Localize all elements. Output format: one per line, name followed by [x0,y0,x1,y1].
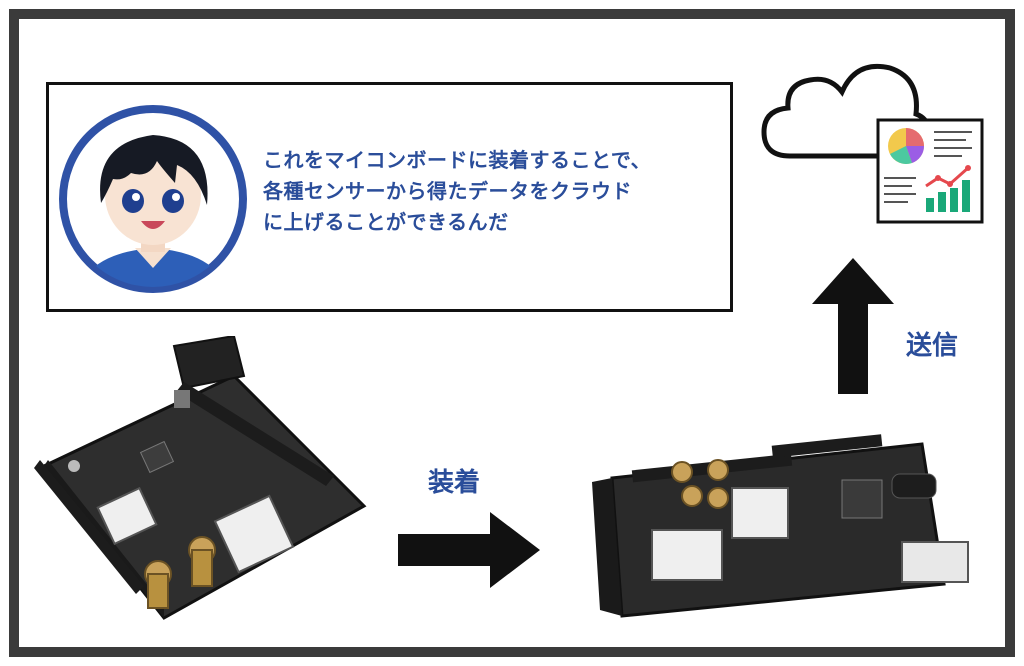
arrow-right-icon [398,512,540,588]
speech-box: これをマイコンボードに装着することで、 各種センサーから得たデータをクラウド に… [46,82,733,312]
main-board-image [592,434,982,624]
speech-line: 各種センサーから得たデータをクラウド [263,179,632,203]
speech-line: これをマイコンボードに装着することで、 [263,148,652,172]
report-document-icon [876,118,984,224]
attach-label: 装着 [428,468,481,498]
cloud-icon [760,56,935,166]
character-avatar [57,103,249,295]
shield-board-image [34,336,374,622]
speech-line: に上げることができるんだ [263,210,509,234]
arrow-up-icon [812,258,894,394]
speech-text: これをマイコンボードに装着することで、 各種センサーから得たデータをクラウド に… [263,145,723,238]
send-label: 送信 [906,331,959,361]
